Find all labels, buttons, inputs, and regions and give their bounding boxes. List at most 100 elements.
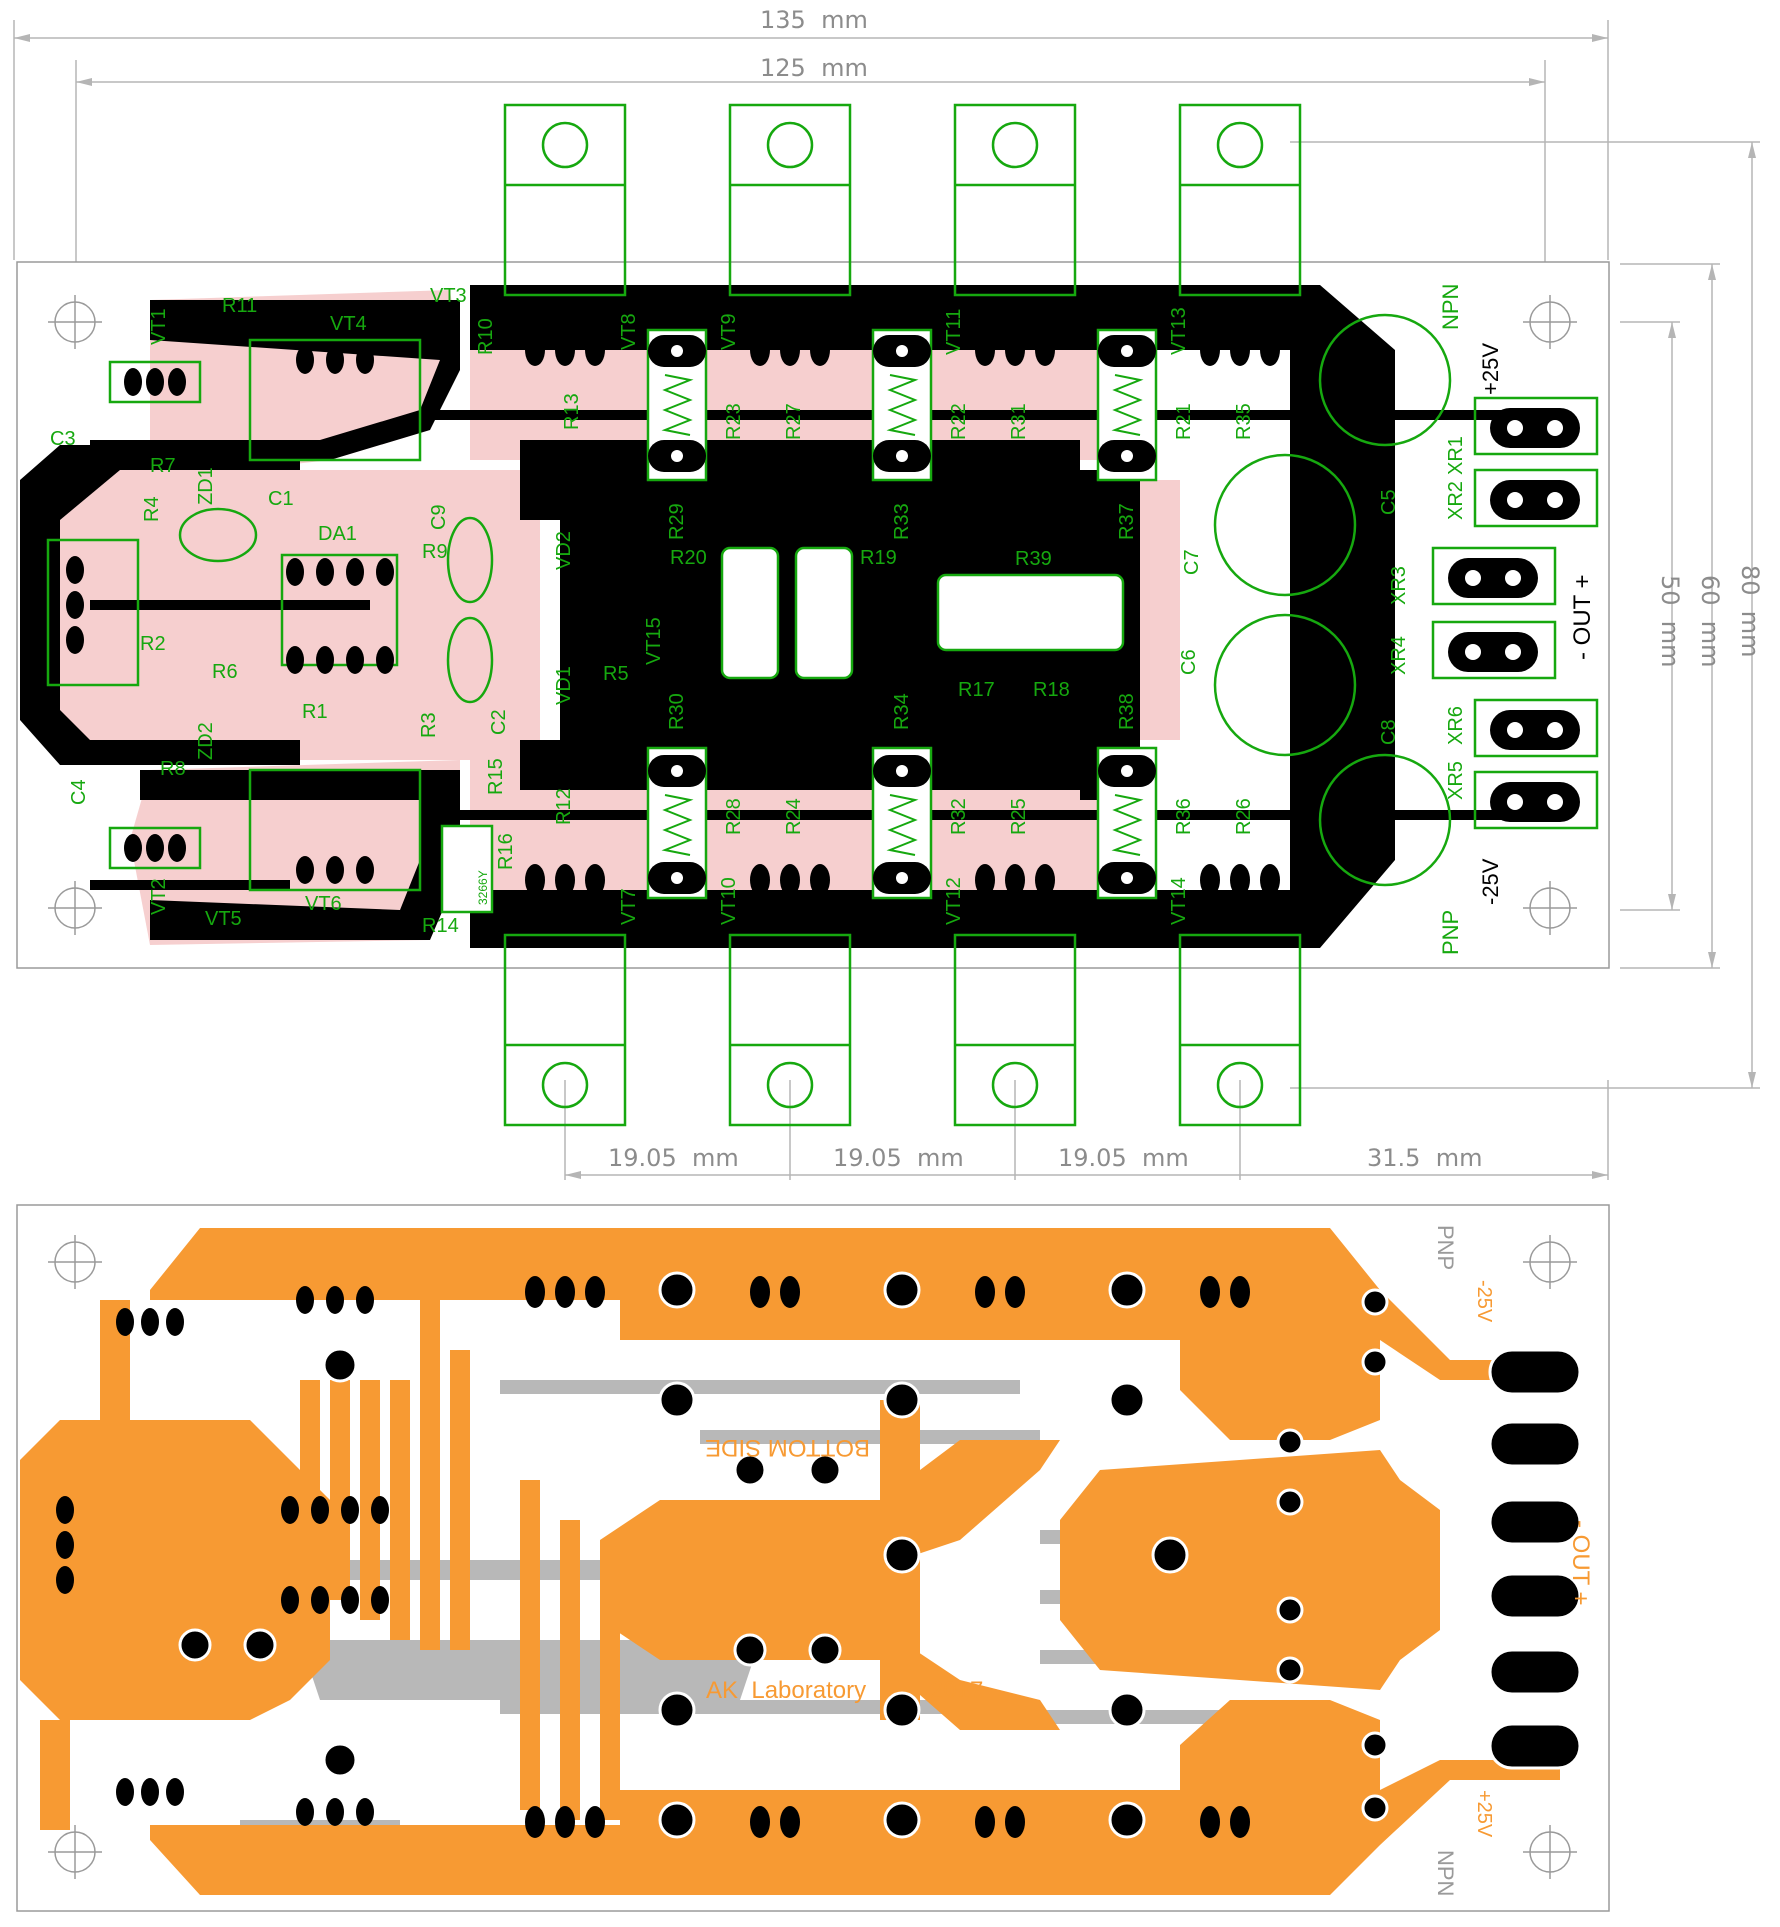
label-r7: R7	[150, 455, 176, 477]
label-r38: R38	[1116, 693, 1138, 730]
to220-vt13	[1178, 103, 1302, 297]
label-c2: C2	[488, 709, 510, 735]
label-vt12: VT12	[943, 877, 965, 925]
label-minus-25v: -25V	[1478, 858, 1503, 905]
label-vt5: VT5	[205, 908, 242, 930]
label-xr4: XR4	[1388, 636, 1410, 675]
capacitor-c8-outline	[1318, 753, 1452, 887]
dim-spacing-4: 31.5 mm	[1367, 1144, 1482, 1172]
label-r35: R35	[1233, 403, 1255, 440]
label-npn: NPN	[1438, 284, 1463, 330]
capacitor-c6-outline	[1213, 613, 1357, 757]
label-r5: R5	[603, 663, 629, 685]
label-r24: R24	[783, 798, 805, 835]
label-r21: R21	[1173, 403, 1195, 440]
label-vt15: VT15	[643, 617, 665, 665]
pad-holes	[671, 345, 1563, 884]
label-vt10: VT10	[718, 877, 740, 925]
label-r14: R14	[422, 915, 459, 937]
to220-vt9	[728, 103, 852, 297]
dim-spacing-2: 19.05 mm	[833, 1144, 964, 1172]
resistor-r20-body	[720, 546, 780, 680]
label-c4: C4	[68, 779, 90, 805]
capacitor-c2-outline	[446, 616, 494, 704]
label-c1: C1	[268, 488, 294, 510]
connector-xr5-outline	[1473, 770, 1599, 830]
label-bottom-pnp: PNP	[1433, 1225, 1458, 1270]
label-r22: R22	[948, 403, 970, 440]
bottom-pads	[178, 1271, 1582, 1839]
resistor-r19-body	[794, 546, 854, 680]
label-r16: R16	[495, 833, 517, 870]
label-vt13: VT13	[1168, 307, 1190, 355]
to220-vt7	[503, 933, 627, 1127]
label-c9: C9	[428, 504, 450, 530]
dimension-lines	[13, 20, 1760, 1180]
label-ak-laboratory: AK Laboratory	[706, 1677, 866, 1704]
label-vt9: VT9	[718, 313, 740, 350]
connector-xr4-outline	[1431, 620, 1557, 680]
connector-xr3-outline	[1431, 546, 1557, 606]
label-xr3: XR3	[1388, 566, 1410, 605]
label-year: 2017	[930, 1677, 983, 1704]
label-r2: R2	[140, 633, 166, 655]
label-vd1: VD1	[553, 666, 575, 705]
label-r17: R17	[958, 679, 995, 701]
label-vt11: VT11	[943, 309, 965, 355]
bottom-leg-pads	[56, 1276, 1250, 1838]
label-plus-25v: +25V	[1478, 343, 1503, 395]
label-vt3: VT3	[430, 285, 467, 307]
label-r29: R29	[666, 503, 688, 540]
label-xr2: XR2	[1445, 481, 1467, 520]
label-pnp: PNP	[1438, 910, 1463, 955]
to220-vt11	[953, 103, 1077, 297]
label-r33: R33	[891, 503, 913, 540]
label-r1: R1	[302, 701, 328, 723]
connector-xr2-outline	[1473, 468, 1599, 528]
bottom-view: BOTTOM SIDE AK Laboratory 2017 PNP NPN -…	[16, 1204, 1610, 1912]
label-bottom-side: BOTTOM SIDE	[705, 1434, 870, 1461]
output-connectors-top	[46, 338, 1599, 892]
label-r23: R23	[723, 403, 745, 440]
label-top-side: TOP SIDE	[728, 729, 846, 756]
label-vt8: VT8	[618, 313, 640, 350]
label-r8: R8	[160, 758, 186, 780]
label-r27: R27	[783, 403, 805, 440]
to220-vt10	[728, 933, 852, 1127]
dim-spacing-1: 19.05 mm	[608, 1144, 739, 1172]
label-bottom-minus-25v: -25V	[1473, 1280, 1495, 1323]
label-da1: DA1	[318, 523, 357, 545]
label-r13: R13	[561, 393, 583, 430]
label-r39: R39	[1015, 548, 1052, 570]
label-r36: R36	[1173, 798, 1195, 835]
electrolytic-capacitors	[178, 313, 1452, 887]
heatsink-vt4-outline	[248, 338, 422, 462]
bottom-labels: BOTTOM SIDE AK Laboratory 2017 PNP NPN -…	[705, 1225, 1594, 1896]
label-r28: R28	[723, 798, 745, 835]
label-c7: C7	[1181, 549, 1203, 575]
capacitor-c7-outline	[1213, 453, 1357, 597]
transistor-vt2-outline	[108, 826, 202, 870]
dim-125mm: 125 mm	[760, 54, 868, 82]
trimmer-3266y	[440, 824, 494, 914]
bottom-mounting-holes	[48, 1235, 1577, 1879]
top-mounting-holes	[48, 295, 1577, 935]
label-vt2: VT2	[148, 878, 170, 915]
top-silkscreen-labels: VT8 VT9 VT11 VT13 VT7 VT10 VT12 VT14 VT1…	[50, 284, 1596, 955]
capacitor-c9-outline	[446, 516, 494, 604]
label-r9: R9	[422, 541, 448, 563]
label-bottom-out: - OUT +	[1567, 1520, 1594, 1606]
label-c5: C5	[1378, 489, 1400, 515]
label-r11: R11	[222, 295, 257, 317]
label-vt1: VT1	[148, 308, 170, 345]
dim-135mm: 135 mm	[760, 6, 868, 34]
output-transistors-top	[503, 103, 1302, 297]
label-out: - OUT +	[1569, 574, 1596, 660]
capacitor-c1-outline	[178, 507, 258, 563]
transistor-vt1-outline	[108, 360, 202, 404]
dimension-arrows	[14, 34, 1756, 1179]
label-r18: R18	[1033, 679, 1070, 701]
label-r37: R37	[1116, 503, 1138, 540]
to220-vt12	[953, 933, 1077, 1127]
